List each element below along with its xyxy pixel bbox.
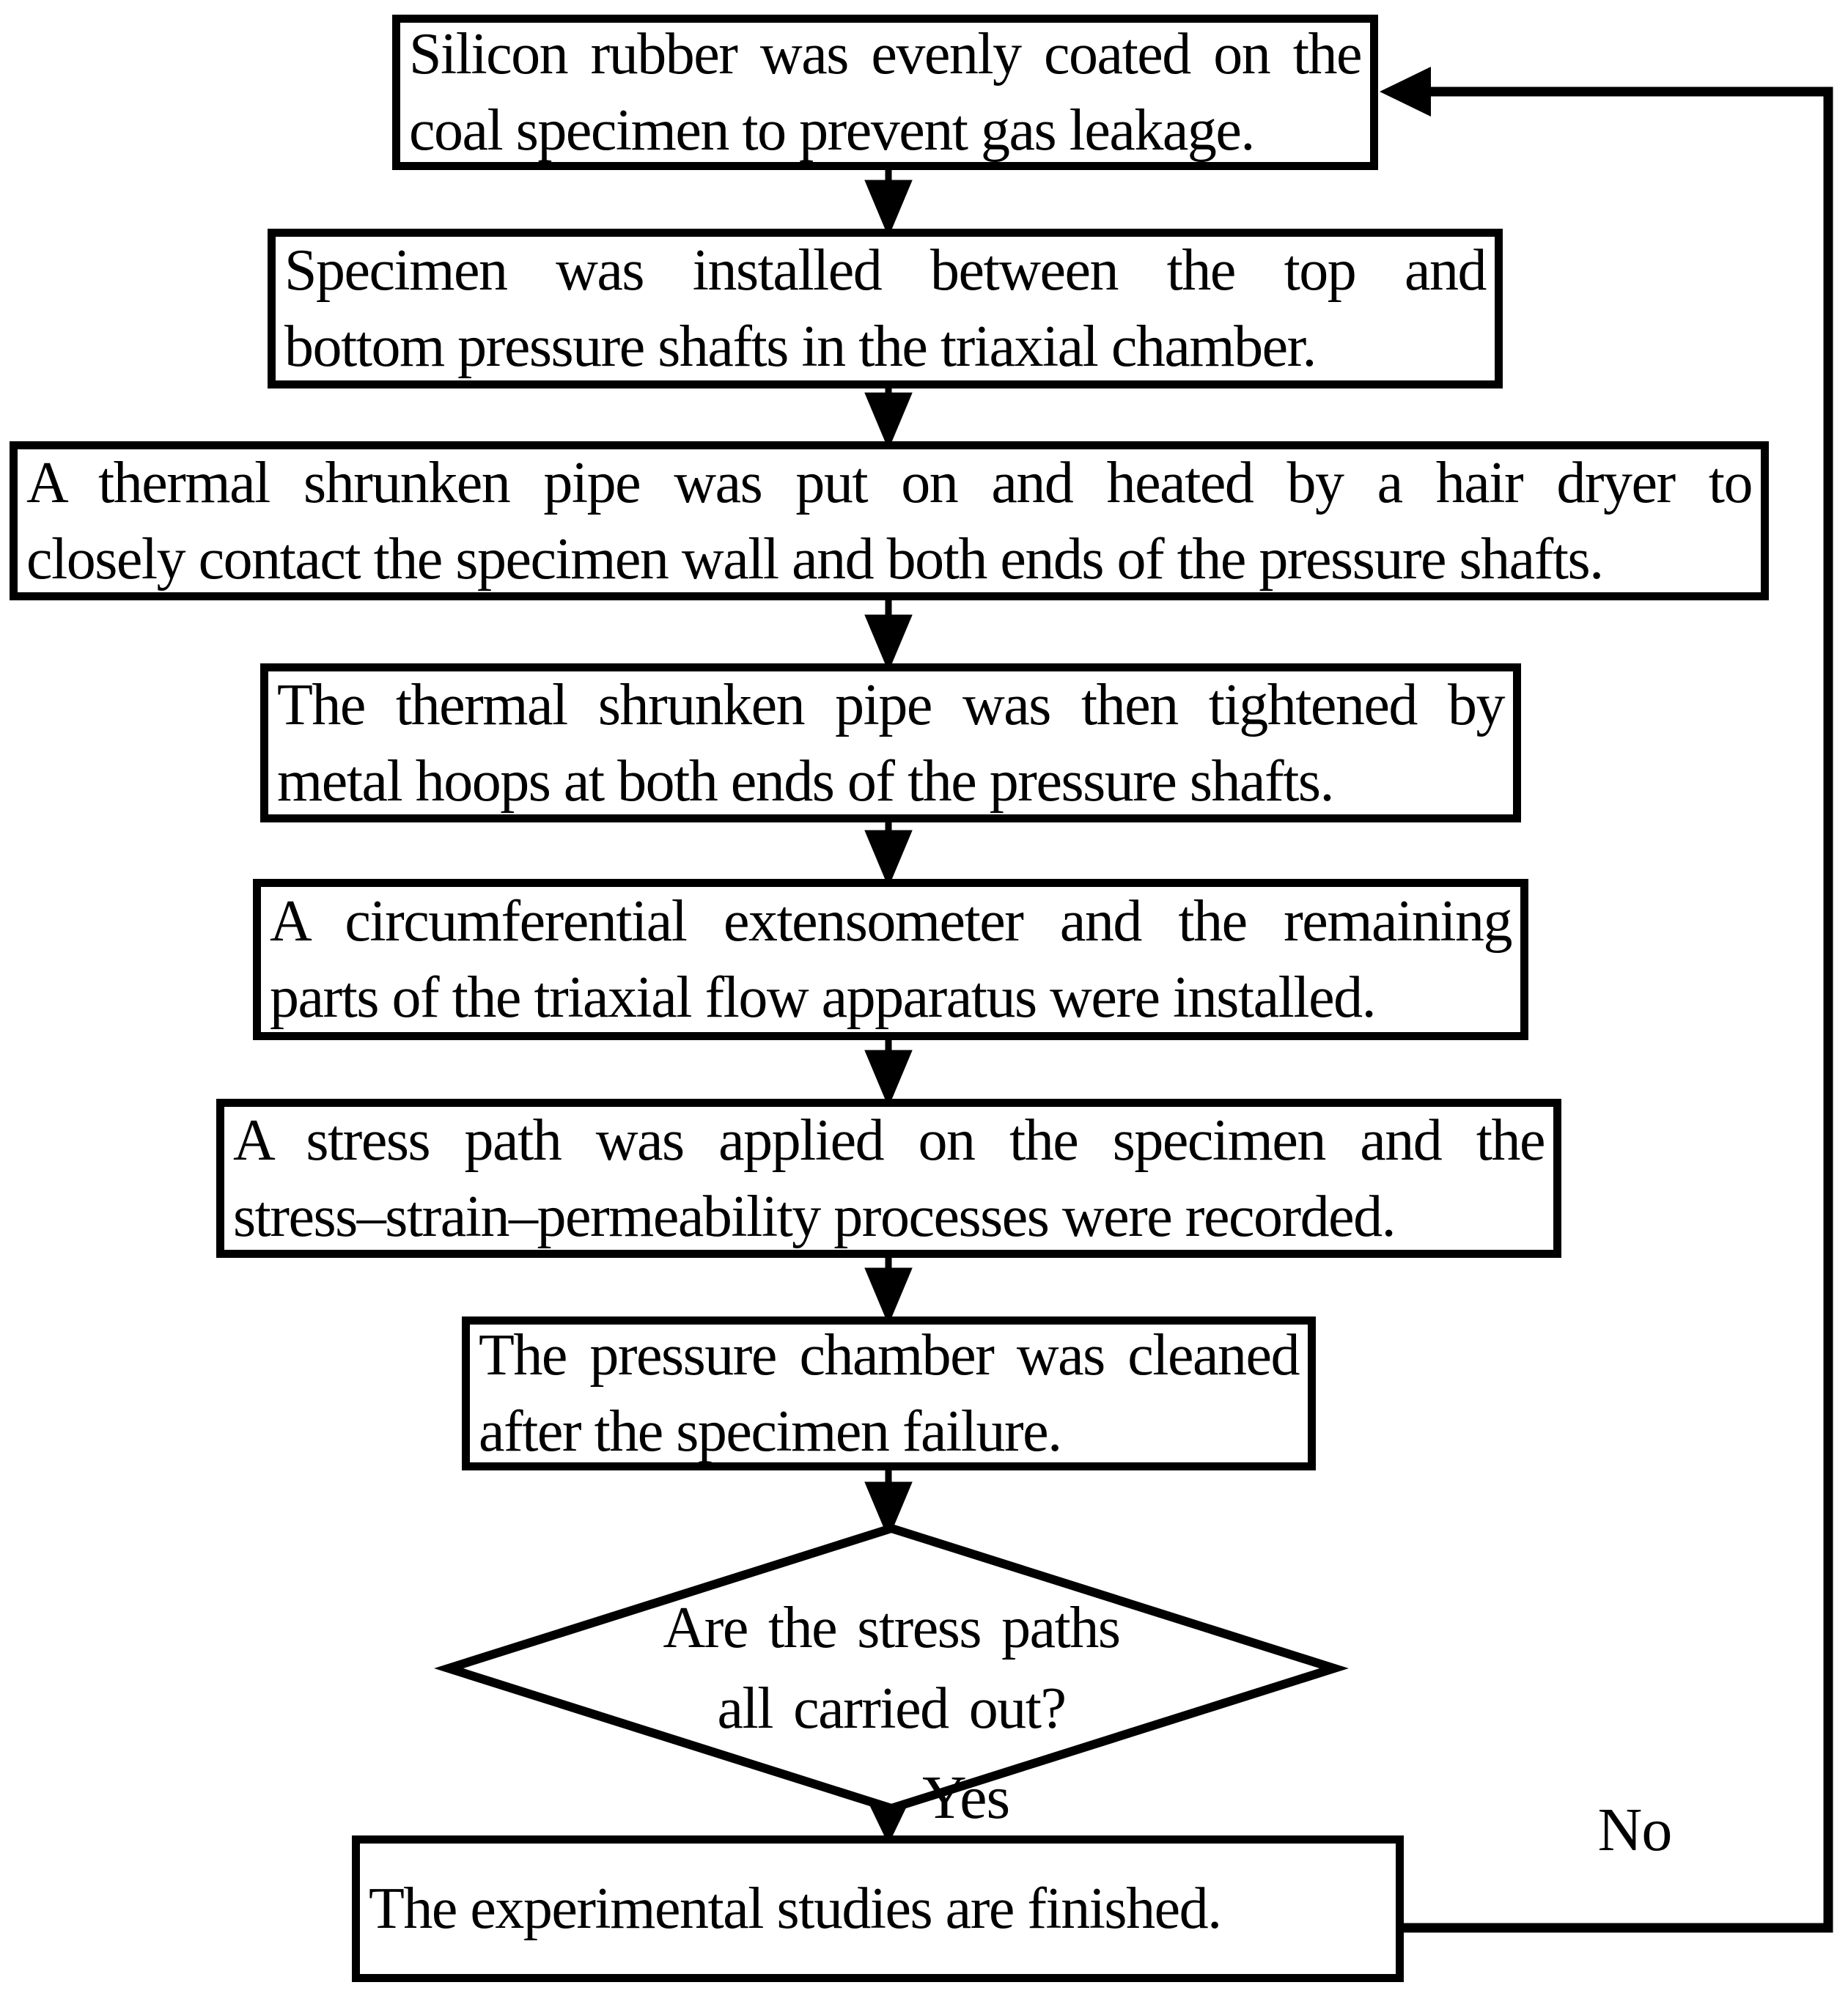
arrowhead-step1-step2 [864, 180, 913, 237]
process-box-1-line-1: Silicon rubber was evenly coated on the [409, 22, 1363, 86]
process-box-7-line-1: The pressure chamber was cleaned [479, 1323, 1300, 1388]
end-box-line-1: The experimental studies are finished. [369, 1877, 1222, 1941]
process-box-5-line-2: parts of the triaxial flow apparatus wer… [270, 965, 1377, 1030]
decision-diamond: Are the stress paths all carried out? [449, 1528, 1334, 1808]
process-box-7: The pressure chamber was cleaned after t… [462, 1316, 1316, 1470]
process-box-1: Silicon rubber was evenly coated on the … [392, 15, 1378, 170]
process-box-3: A thermal shrunken pipe was put on and h… [10, 441, 1769, 600]
yes-label: Yes [922, 1764, 1010, 1832]
end-box: The experimental studies are finished. [352, 1835, 1404, 1982]
process-box-4-line-1: The thermal shrunken pipe was then tight… [277, 672, 1506, 737]
process-box-5-line-1: A circumferential extensometer and the r… [270, 889, 1513, 954]
decision-line-2: all carried out? [717, 1676, 1067, 1741]
arrowhead-step7-decision [864, 1481, 913, 1539]
process-box-3-line-1: A thermal shrunken pipe was put on and h… [26, 450, 1753, 515]
process-box-7-line-2: after the specimen failure. [479, 1399, 1062, 1464]
process-box-2-line-1: Specimen was installed between the top a… [284, 238, 1487, 303]
arrowhead-step5-step6 [864, 1050, 913, 1108]
process-box-1-line-2: coal specimen to prevent gas leakage. [409, 98, 1255, 163]
process-box-4: The thermal shrunken pipe was then tight… [260, 663, 1521, 822]
process-box-5: A circumferential extensometer and the r… [253, 879, 1528, 1040]
arrowhead-step6-step7 [864, 1267, 913, 1325]
process-box-6-line-2: stress–strain–permeability processes wer… [233, 1184, 1396, 1249]
arrowhead-step2-step3 [864, 392, 913, 450]
no-loop-line [1404, 86, 1833, 1933]
decision-diamond-shape [434, 1523, 1349, 1813]
no-label: No [1597, 1796, 1673, 1864]
arrowhead-step3-step4 [864, 614, 913, 672]
process-box-2-line-2: bottom pressure shafts in the triaxial c… [284, 314, 1317, 379]
process-box-3-line-2: closely contact the specimen wall and bo… [26, 526, 1604, 592]
arrowhead-step4-step5 [864, 830, 913, 888]
decision-line-1: Are the stress paths [663, 1596, 1121, 1660]
process-box-2: Specimen was installed between the top a… [268, 229, 1503, 388]
process-box-6-line-1: A stress path was applied on the specime… [233, 1108, 1546, 1173]
process-box-4-line-2: metal hoops at both ends of the pressure… [277, 748, 1335, 814]
process-box-6: A stress path was applied on the specime… [216, 1099, 1561, 1258]
no-loop-arrowhead [1380, 67, 1431, 117]
